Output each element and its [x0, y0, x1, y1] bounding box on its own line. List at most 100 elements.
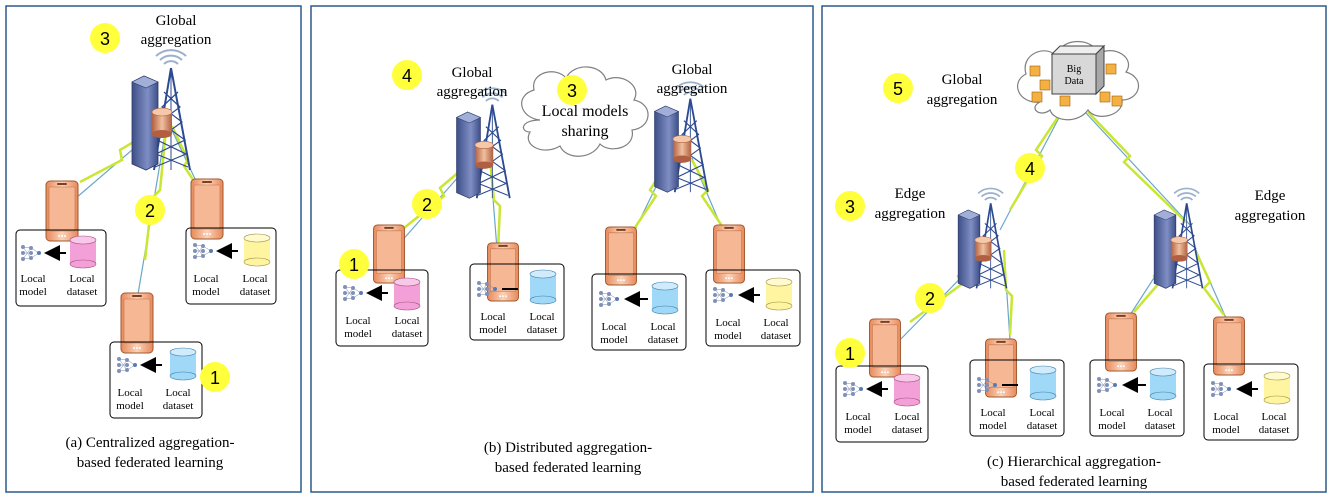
neural-net-icon — [842, 380, 864, 398]
global-aggregation-label: Global — [942, 72, 983, 88]
step-badge-label: 1 — [349, 255, 359, 275]
local-model-label: Local — [1213, 411, 1238, 423]
big-data-label: Data — [1065, 76, 1084, 87]
global-aggregation-label: aggregation — [437, 84, 508, 100]
local-dataset-label: Local — [165, 387, 190, 399]
database-icon — [1263, 371, 1291, 405]
panel-a: 3 Global aggregation 2 Local model Local… — [15, 13, 277, 471]
panel-caption: based federated learning — [1001, 474, 1148, 490]
local-model-label: Local — [20, 273, 45, 285]
database-icon — [651, 281, 679, 315]
database-icon — [393, 277, 421, 311]
local-dataset-label: Local — [763, 317, 788, 329]
device-box — [591, 273, 687, 351]
step-badge-label: 2 — [422, 195, 432, 215]
base-station-icon — [131, 49, 191, 171]
phone-icon — [120, 292, 154, 354]
big-data-cube-icon — [1029, 44, 1123, 107]
local-dataset-label: Local — [242, 273, 267, 285]
edge-aggregation-label: Edge — [1255, 188, 1286, 204]
panel-caption: based federated learning — [495, 460, 642, 476]
local-model-label: model — [19, 286, 47, 298]
phone-icon — [1213, 316, 1245, 376]
global-aggregation-label: aggregation — [141, 32, 212, 48]
local-dataset-label: Local — [1029, 407, 1054, 419]
big-data-label: Big — [1067, 64, 1081, 75]
cloud-icon — [521, 66, 649, 157]
local-dataset-label: Local — [1261, 411, 1286, 423]
local-dataset-label: Local — [394, 315, 419, 327]
base-station-icon — [653, 81, 709, 194]
phone-icon — [373, 224, 405, 284]
neural-net-icon — [20, 244, 42, 262]
step-badge-label: 3 — [567, 81, 577, 101]
device-box — [1203, 363, 1299, 441]
neural-net-icon — [1096, 376, 1118, 394]
local-model-label: Local — [1099, 407, 1124, 419]
edge-aggregation-label: aggregation — [875, 206, 946, 222]
edge-aggregation-label: Edge — [895, 186, 926, 202]
phone-icon — [45, 180, 79, 242]
device-box — [969, 359, 1065, 437]
local-model-label: Local — [480, 311, 505, 323]
phone-icon — [190, 178, 224, 240]
database-icon — [893, 373, 921, 407]
step-badge — [412, 189, 442, 219]
database-icon — [765, 277, 793, 311]
local-dataset-label: dataset — [1027, 420, 1058, 432]
panel-caption: (c) Hierarchical aggregation- — [987, 454, 1161, 470]
local-dataset-label: dataset — [392, 328, 423, 340]
step-badge-label: 2 — [145, 201, 155, 221]
panel-c-frame — [821, 5, 1327, 493]
step-badge — [557, 75, 587, 105]
global-aggregation-label: Global — [672, 62, 713, 78]
panel-caption: based federated learning — [77, 455, 224, 471]
local-model-label: model — [1098, 420, 1126, 432]
cloud-label: sharing — [561, 123, 608, 140]
edge-station-icon — [1153, 187, 1204, 290]
panel-a-frame — [5, 5, 302, 493]
local-dataset-label: dataset — [648, 334, 679, 346]
database-icon — [169, 347, 197, 381]
global-aggregation-label: aggregation — [927, 92, 998, 108]
local-dataset-label: Local — [69, 273, 94, 285]
local-model-label: Local — [980, 407, 1005, 419]
database-icon — [243, 233, 271, 267]
neural-net-icon — [342, 284, 364, 302]
step-badge-label: 3 — [100, 29, 110, 49]
panel-c: Big Data 5 Global aggregation 4 3 Edge a… — [835, 41, 1306, 490]
phone-icon — [1105, 312, 1137, 372]
global-aggregation-label: Global — [156, 13, 197, 29]
step-badge — [90, 23, 120, 53]
device-box — [835, 365, 929, 443]
database-icon — [1149, 367, 1177, 401]
step-badge — [392, 60, 422, 90]
local-dataset-label: dataset — [761, 330, 792, 342]
step-badge — [135, 195, 165, 225]
local-dataset-label: dataset — [1145, 420, 1176, 432]
phone-icon — [605, 226, 637, 286]
local-dataset-label: dataset — [67, 286, 98, 298]
local-model-label: model — [116, 400, 144, 412]
neural-net-icon — [712, 286, 734, 304]
local-model-label: model — [192, 286, 220, 298]
local-model-label: Local — [117, 387, 142, 399]
local-dataset-label: Local — [529, 311, 554, 323]
database-icon — [69, 235, 97, 269]
panel-caption: (b) Distributed aggregation- — [484, 440, 652, 456]
step-badge-label: 2 — [925, 289, 935, 309]
device-box — [335, 269, 429, 347]
device-box — [469, 263, 565, 341]
local-model-label: model — [714, 330, 742, 342]
step-badge-label: 4 — [1025, 159, 1035, 179]
local-dataset-label: dataset — [527, 324, 558, 336]
device-box — [705, 269, 801, 347]
device-box — [185, 227, 277, 305]
global-aggregation-label: aggregation — [657, 81, 728, 97]
neural-net-icon — [192, 242, 214, 260]
local-model-label: Local — [601, 321, 626, 333]
step-badge — [200, 362, 230, 392]
panel-b-frame — [310, 5, 814, 493]
local-dataset-label: Local — [1147, 407, 1172, 419]
